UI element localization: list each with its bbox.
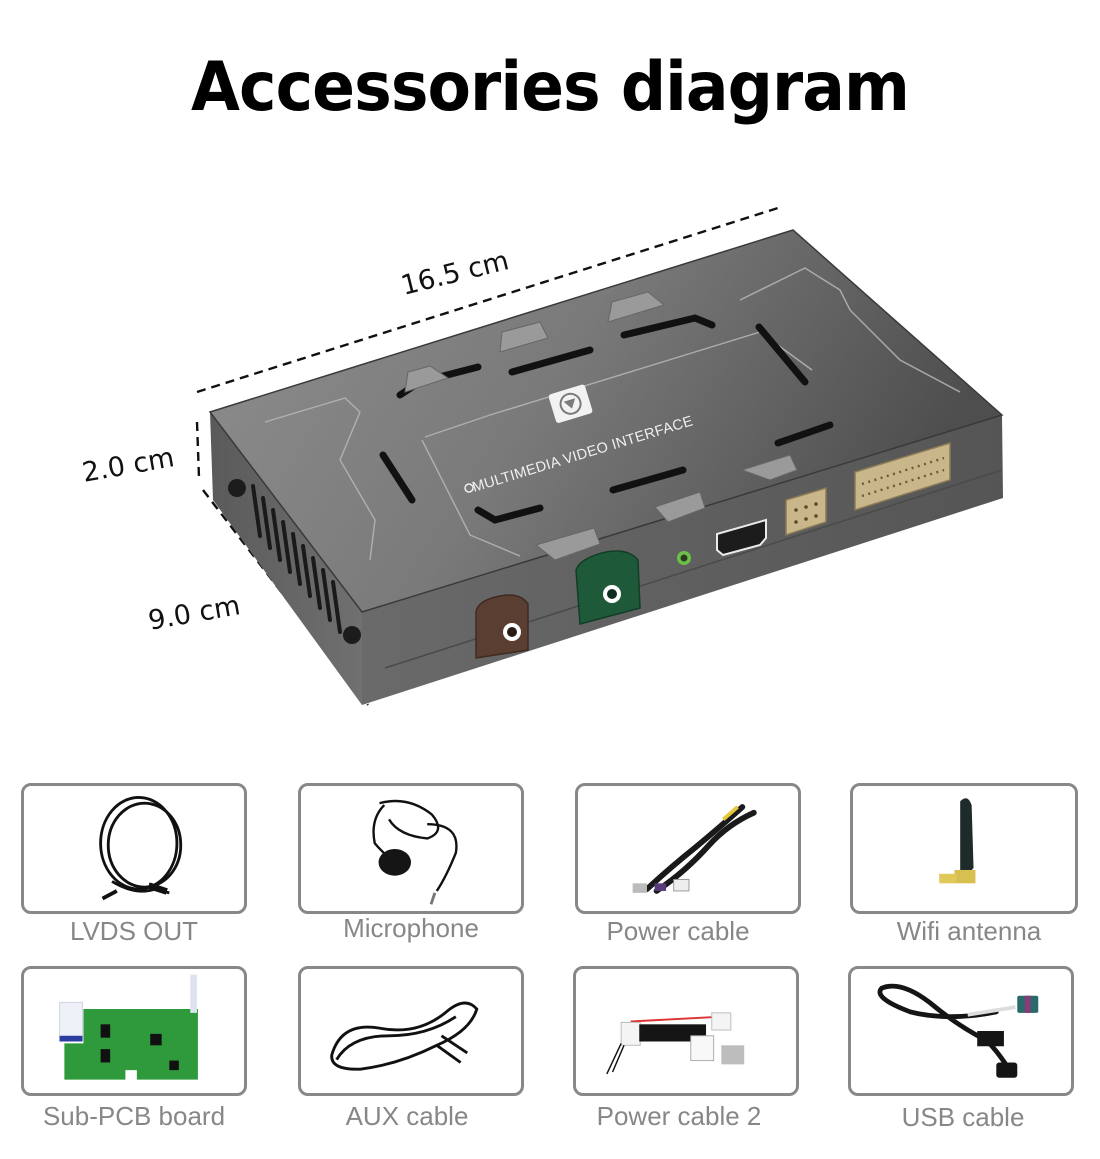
large-pin-header: [854, 441, 951, 512]
accessory-label: AUX cable: [345, 1101, 469, 1131]
device-logo: [548, 384, 593, 423]
accessory-card-microphone: [298, 783, 524, 914]
brown-fakra-connector: [475, 594, 529, 659]
accessory-label: Wifi antenna: [896, 916, 1042, 946]
accessory-label: Power cable 2: [596, 1101, 762, 1131]
accessory-card-sub-pcb-board: [21, 966, 247, 1096]
usb-cable-icon: [877, 983, 1039, 1078]
accessory-card-lvds-out: [21, 783, 247, 914]
accessory-card-power-cable-2: [573, 966, 799, 1096]
vent-slots: [251, 484, 342, 634]
green-fakra-connector: [575, 550, 641, 625]
device-illustration: MULTIMEDIA VIDEO INTERFACE 16: [0, 190, 1100, 730]
accessory-label: LVDS OUT: [69, 916, 199, 946]
power-cable-2-icon: [606, 1012, 745, 1075]
audio-jack: [677, 551, 691, 565]
accessory-label: Power cable: [606, 916, 750, 946]
microphone-icon: [372, 799, 458, 905]
small-pin-header: [785, 486, 827, 537]
accessory-card-wifi-antenna: [850, 783, 1078, 914]
accessory-label: USB cable: [901, 1102, 1025, 1132]
accessory-card-usb-cable: [848, 966, 1074, 1096]
accessory-card-aux-cable: [298, 966, 524, 1096]
device-left-side: [210, 412, 362, 705]
hdmi-port: [716, 518, 767, 557]
power-cable-icon: [632, 804, 757, 894]
screw: [228, 479, 246, 497]
aux-cable-icon: [330, 1001, 479, 1071]
screw: [343, 626, 361, 644]
lvds-cable-icon: [99, 796, 183, 901]
pcb-board-icon: [59, 974, 198, 1080]
wifi-antenna-icon: [939, 798, 976, 884]
accessory-label: Sub-PCB board: [42, 1101, 226, 1131]
device-top-face: [208, 229, 1004, 613]
accessory-label: Microphone: [343, 913, 479, 943]
accessory-card-power-cable: [575, 783, 801, 914]
page-title: Accessories diagram: [191, 48, 910, 127]
